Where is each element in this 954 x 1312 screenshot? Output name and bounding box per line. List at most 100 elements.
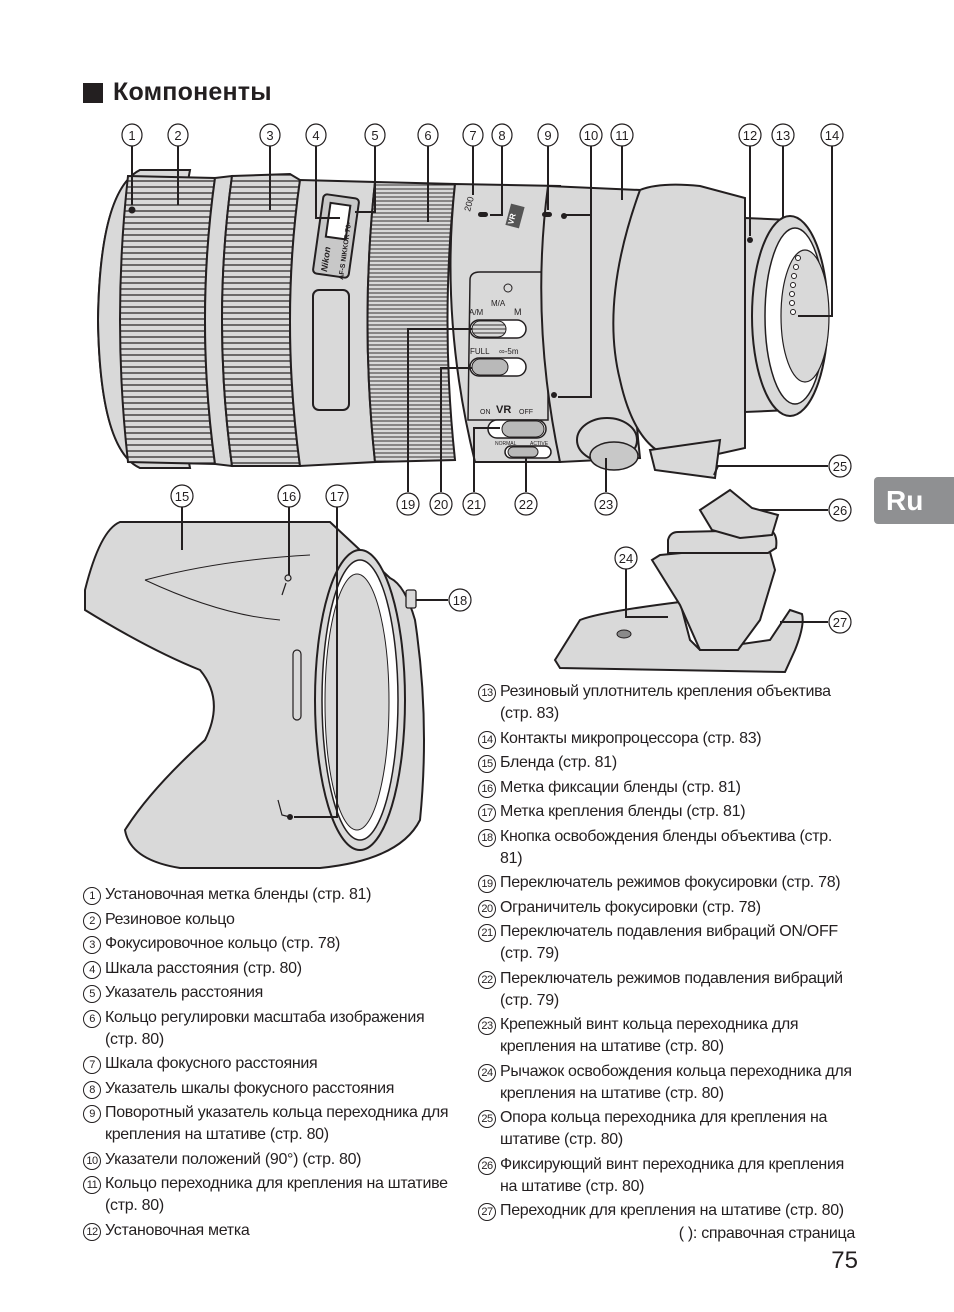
svg-text:13: 13 [776,128,790,143]
label-vr: VR [496,404,511,416]
item-label: Кнопка освобождения бленды объектива (ст… [500,827,832,867]
item-number-badge: 20 [478,897,500,919]
svg-text:7: 7 [469,128,476,143]
item-number: 17 [478,804,496,822]
item-number: 6 [83,1009,101,1028]
cpu-contacts [789,255,801,315]
item-number: 8 [83,1080,101,1099]
callout-4: 4 [305,123,327,147]
rubber-ring [119,174,217,466]
item-label: Шкала фокусного расстояния [105,1055,318,1072]
label-full: FULL [470,347,490,356]
item-number-badge: 27 [478,1200,500,1222]
svg-text:4: 4 [312,128,319,143]
callout-25: 25 [828,454,852,478]
item-label: Кольцо переходника для крепления на штат… [105,1175,448,1214]
item-number: 10 [83,1151,101,1170]
callout-badges: 1 2 3 4 5 6 7 8 9 10 11 12 13 14 19 20 2… [121,123,852,634]
item-number: 2 [83,911,101,930]
item-number: 9 [83,1105,101,1123]
item-number-badge: 4 [83,958,105,980]
item-label: Метка фиксации бленды (стр. 81) [500,778,741,796]
item-number: 12 [83,1222,101,1241]
item-number: 25 [478,1110,496,1128]
language-tab: Ru [874,477,954,524]
focus-ring [221,172,302,467]
item-label: Фокусировочное кольцо (стр. 78) [105,935,341,952]
item-label: Переключатель режимов подавления вибраци… [500,969,843,1009]
item-number-badge: 26 [478,1154,500,1198]
callout-9: 9 [537,123,559,147]
switch-panel [467,271,549,421]
tripod-adapter-illustration [553,488,804,674]
brand-marking: Nikon [319,246,332,273]
item-number-badge: 9 [83,1102,105,1146]
item-label: Указатели положений (90°) (стр. 80) [105,1150,362,1168]
item-number: 20 [478,899,496,918]
section-heading: Компоненты [83,78,272,107]
callout-17: 17 [325,484,349,508]
reference-page-note: ( ): справочная страница [678,1225,856,1242]
item-number: 15 [478,755,496,773]
item-number: 22 [478,970,496,989]
item-number-badge: 7 [83,1053,105,1075]
svg-text:5: 5 [371,128,378,143]
tripod-adapter-lock-screw [698,488,780,540]
svg-text:17: 17 [330,489,344,504]
item-number-badge: 10 [83,1149,105,1171]
label-m-a: M/A [491,299,506,308]
svg-text:1: 1 [128,128,135,143]
item-number: 7 [83,1056,101,1074]
item-number: 11 [83,1176,101,1194]
item-number-badge: 21 [478,921,500,965]
label-vr-on: ON [480,409,491,416]
svg-text:6: 6 [424,128,431,143]
callout-8: 8 [491,123,513,147]
callout-14: 14 [820,123,844,147]
item-number-badge: 23 [478,1014,500,1058]
item-number: 5 [83,985,101,1003]
item-number: 21 [478,924,496,942]
callout-7: 7 [462,123,484,147]
label-a-m: A/M [469,308,484,317]
item-number-badge: 8 [83,1078,105,1100]
item-number-badge: 25 [478,1107,500,1151]
position-index-bottom [551,392,557,398]
item-number-badge: 1 [83,884,105,906]
item-number: 1 [83,887,101,905]
item-label: Крепежный винт кольца переходника для кр… [500,1016,799,1055]
lens-illustration [96,168,830,480]
item-label: Метка крепления бленды (стр. 81) [500,803,746,820]
item-number-badge: 6 [83,1007,105,1051]
item-label: Установочная метка [105,1221,250,1239]
heading-title: Компоненты [113,78,272,106]
zoom-ring [366,180,457,464]
svg-text:27: 27 [833,615,847,630]
svg-text:11: 11 [615,128,629,143]
item-label: Кольцо регулировки масштаба изображения … [105,1008,425,1048]
focal-length-marking: 200 [462,195,476,212]
item-number: 14 [478,730,496,749]
svg-text:15: 15 [175,489,189,504]
item-number-badge: 3 [83,933,105,955]
mounting-index [747,237,753,243]
item-number-badge: 17 [478,801,500,823]
